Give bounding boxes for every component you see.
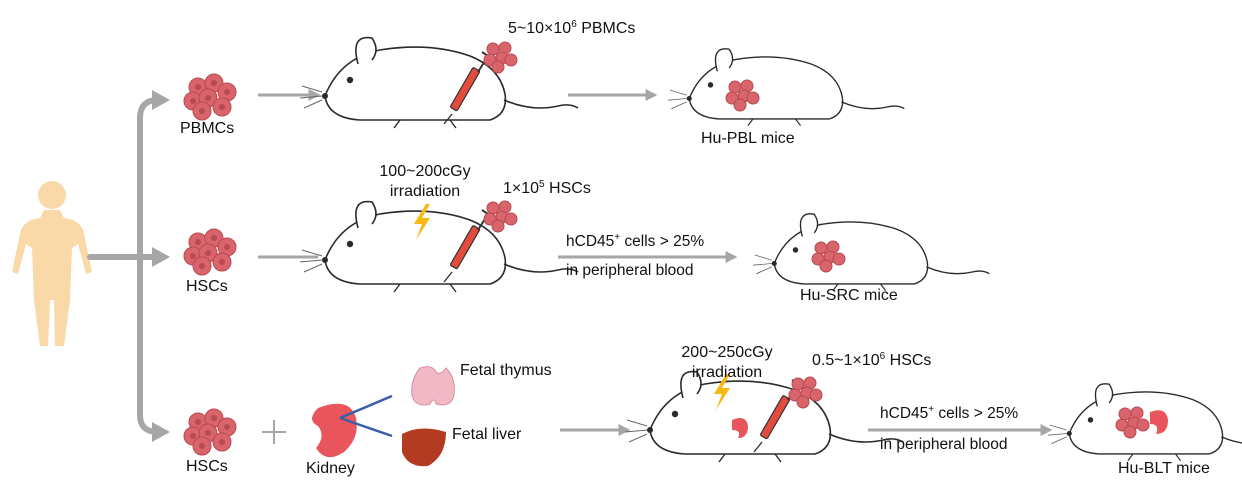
row3-condition-threshold: cells > 25%: [934, 405, 1019, 422]
row3-result-label: Hu-BLT mice: [1118, 460, 1210, 477]
fetal-thymus-icon: [411, 366, 455, 406]
kidney-icon: [312, 403, 357, 458]
branching-arrow: [87, 97, 161, 435]
human-figure-icon: [12, 181, 92, 346]
row1-dose-exponent: 6: [571, 19, 577, 30]
row3-mouse-kidney-icon: [732, 418, 748, 438]
hscs-label-1: HSCs: [186, 278, 228, 295]
row3-condition-line2: in peripheral blood: [880, 436, 1008, 453]
row2-condition-line2: in peripheral blood: [566, 262, 694, 279]
row2-condition-marker: hCD45: [566, 233, 615, 250]
pbmcs-label: PBMCs: [180, 120, 235, 137]
row3-dose-prefix: 0.5~1×10: [812, 352, 880, 369]
hsc-cluster-icon-2: [183, 408, 237, 456]
row2-mouse-icon: [299, 200, 579, 293]
row2-result-label: Hu-SRC mice: [800, 287, 898, 304]
row2-dose-prefix: 1×10: [503, 180, 540, 197]
row2-injected-cells-icon: [483, 200, 518, 233]
hsc-cluster-icon-1: [183, 228, 237, 276]
row2-dose-exponent: 5: [539, 179, 545, 190]
row1-dose-suffix: PBMCs: [576, 20, 636, 37]
row1-mouse-icon: [299, 36, 579, 129]
row3-condition-line1: hCD45+ cells > 25%: [880, 404, 1019, 423]
row2-condition-sup: +: [614, 232, 621, 243]
plus-icon: [262, 420, 286, 444]
row3-irradiation-label: irradiation: [691, 364, 763, 381]
hscs-label-2: HSCs: [186, 458, 228, 475]
branch-arrowhead-mid: [152, 247, 170, 267]
kidney-connector-lines: [339, 394, 393, 438]
row2-irradiation-dose: 100~200cGy: [379, 163, 471, 180]
row3-condition-sup: +: [928, 404, 935, 415]
row3-irradiation-dose: 200~250cGy: [681, 344, 773, 361]
row3-dose-exponent: 6: [879, 351, 886, 362]
branch-arrowhead-bottom: [152, 422, 170, 442]
row1-result-mouse-icon: [667, 48, 905, 127]
row3-dose-label: 0.5~1×106 HSCs: [812, 352, 931, 370]
row2-dose-label: 1×105 HSCs: [503, 180, 591, 198]
kidney-label: Kidney: [306, 460, 355, 477]
fetal-liver-label: Fetal liver: [452, 426, 522, 443]
branch-arrowhead-top: [152, 90, 170, 110]
row2-condition-threshold: cells > 25%: [620, 233, 705, 250]
fetal-thymus-label: Fetal thymus: [460, 362, 552, 379]
pbmc-cluster-icon: [183, 73, 237, 121]
row2-dose-suffix: HSCs: [544, 180, 591, 197]
row3-result-kidney-icon: [1150, 410, 1168, 434]
row2-irradiation-label: irradiation: [389, 183, 461, 200]
row3-mouse-icon: [624, 370, 904, 463]
row2-condition-line1: hCD45+ cells > 25%: [566, 232, 705, 251]
row2-result-mouse-icon: [752, 213, 990, 292]
row3-dose-suffix: HSCs: [885, 352, 932, 369]
row1-result-label: Hu-PBL mice: [701, 130, 795, 147]
row1-dose-prefix: 5~10×10: [508, 20, 572, 37]
row1-dose-label: 5~10×106 PBMCs: [508, 20, 635, 38]
fetal-liver-icon: [402, 428, 446, 467]
row3-condition-marker: hCD45: [880, 405, 929, 422]
